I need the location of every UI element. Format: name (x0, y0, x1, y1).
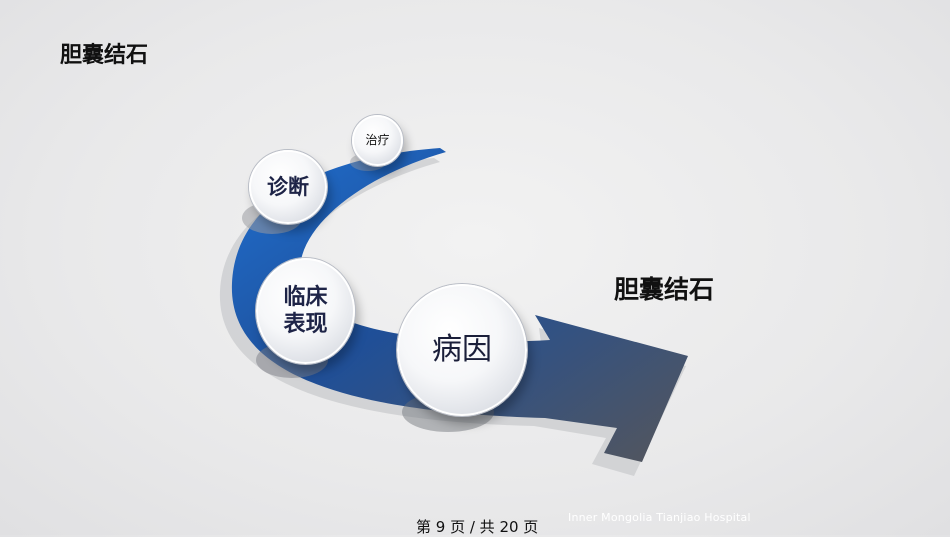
node-label: 诊断 (267, 174, 309, 199)
slide-title: 胆囊结石 (60, 43, 149, 68)
page-indicator: 第 9 页 / 共 20 页 (416, 518, 539, 536)
node-label: 治疗 (365, 133, 390, 147)
side-title: 胆囊结石 (614, 275, 715, 304)
node-zhenduan: 诊断 (249, 150, 327, 224)
node-linchuang: 临床表现 (256, 258, 355, 364)
node-label: 病因 (432, 332, 492, 368)
node-zhiliao: 治疗 (352, 115, 403, 166)
watermark: Inner Mongolia Tianjiao Hospital (568, 511, 751, 524)
curved-arrow-body (231, 148, 688, 462)
node-label: 临床表现 (283, 284, 328, 338)
node-bingyin: 病因 (397, 284, 527, 416)
